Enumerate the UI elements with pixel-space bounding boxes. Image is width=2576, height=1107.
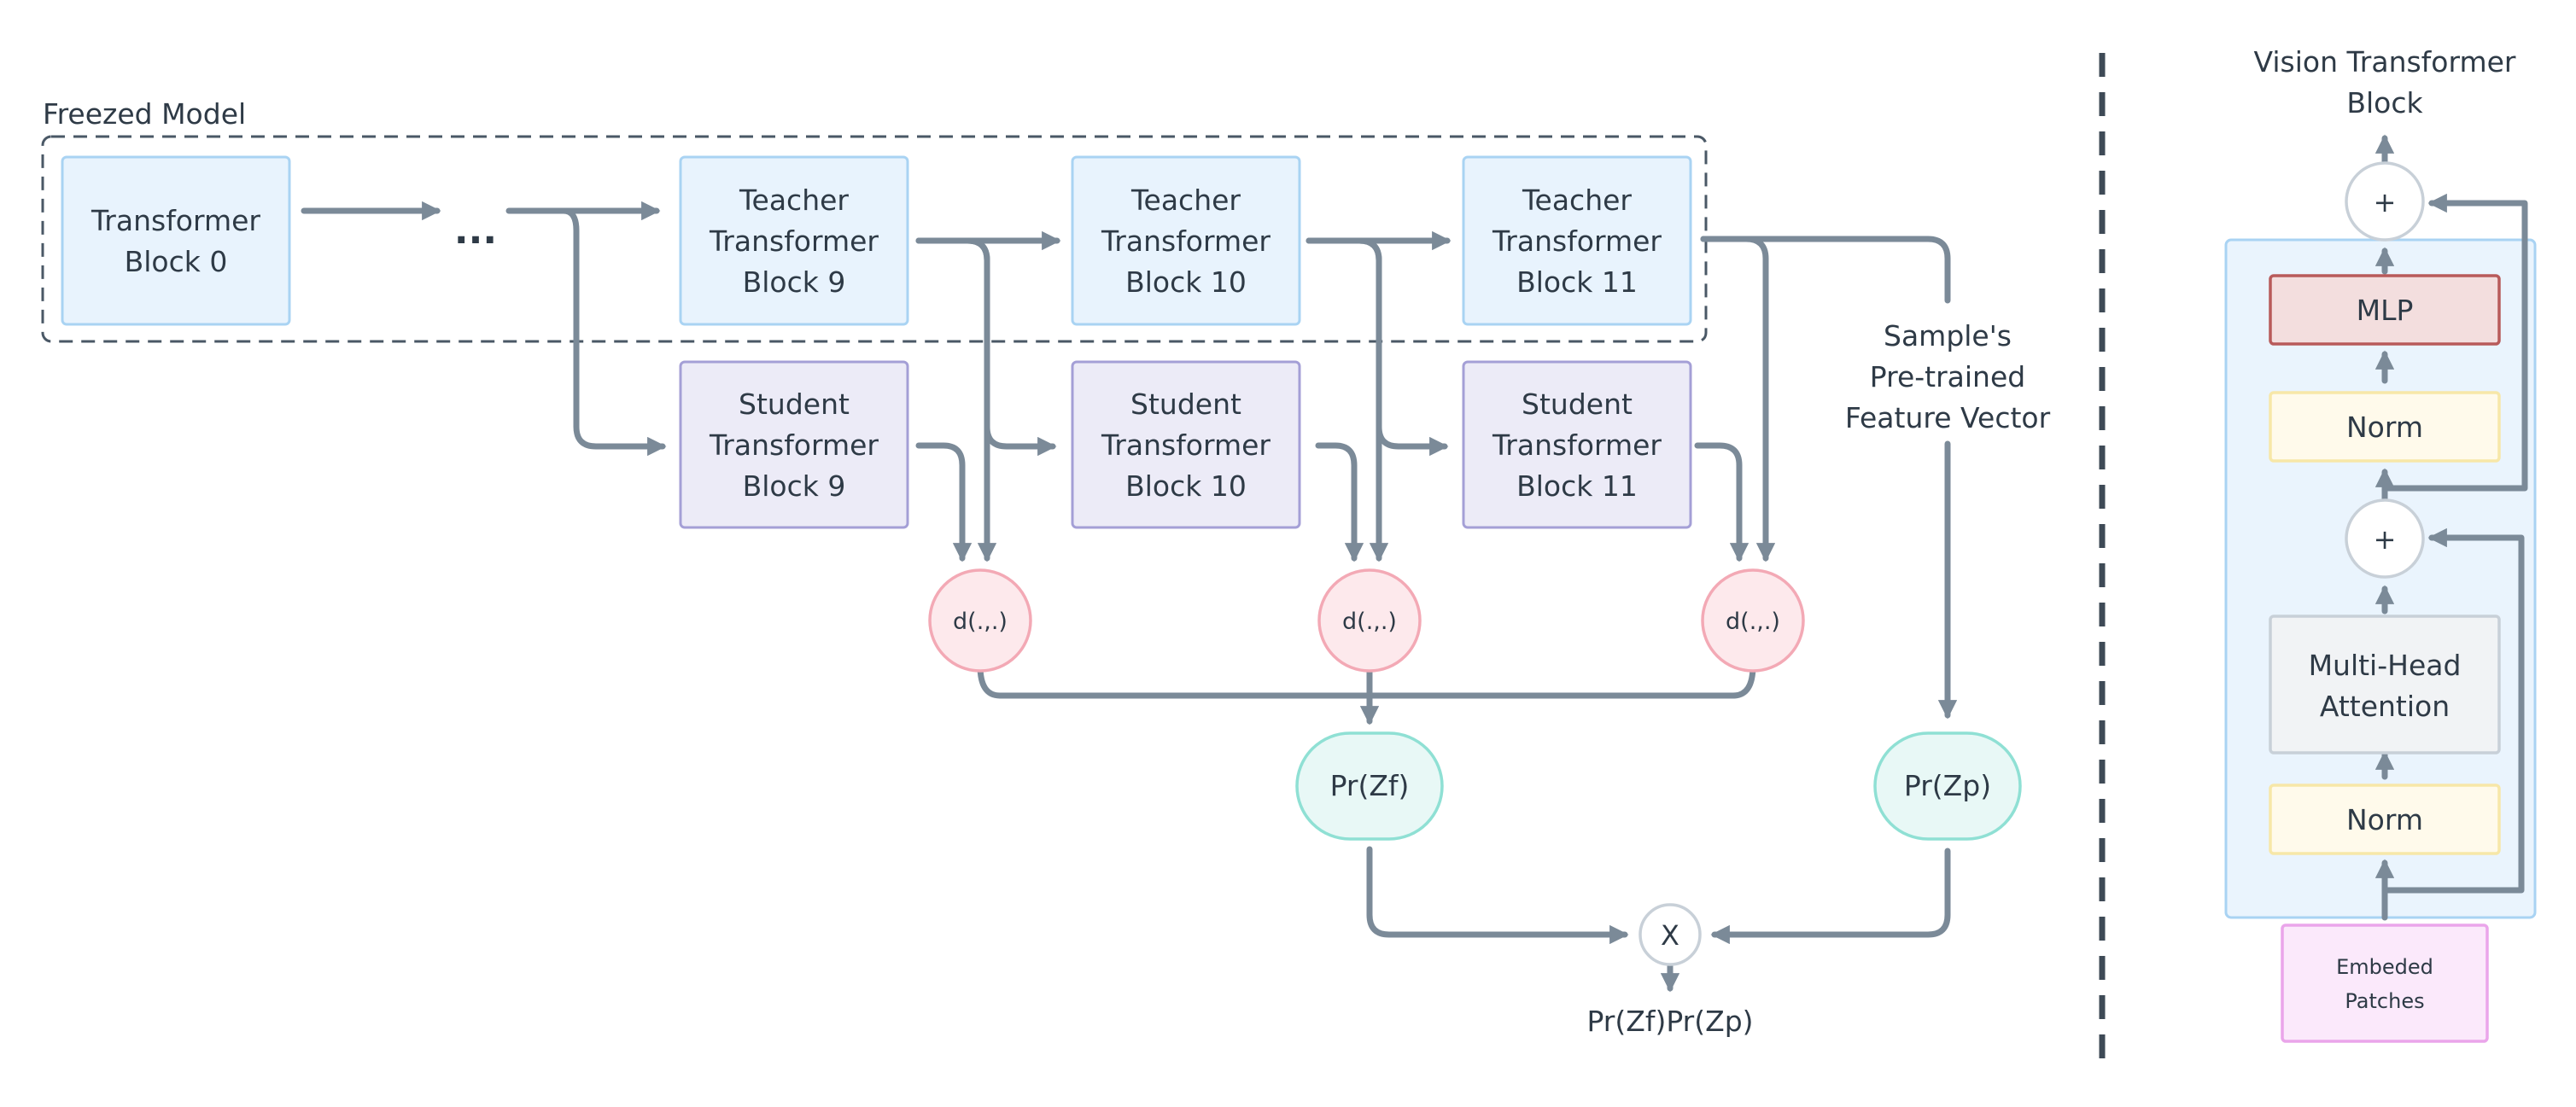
- teacher-11-line-2: Transformer: [1492, 224, 1662, 258]
- feature-line-1: Sample's: [1884, 319, 2012, 352]
- edges: [301, 201, 1958, 993]
- teacher-block-11: Teacher Transformer Block 11: [1462, 155, 1692, 326]
- edge-teacher10-to-d2: [1306, 237, 1389, 562]
- edge-student11-to-d3: [1694, 442, 1749, 562]
- teacher-10-line-3: Block 10: [1125, 265, 1247, 299]
- feature-vector-label: Sample's Pre-trained Feature Vector: [1845, 319, 2051, 434]
- teacher-10-line-1: Teacher: [1130, 184, 1241, 217]
- distance-1-label: d(.,.): [953, 609, 1008, 635]
- edge-residual-1: [2381, 527, 2525, 894]
- transformer-block-0: Transformer Block 0: [61, 155, 291, 326]
- edge-student9-to-d1: [915, 442, 973, 562]
- prob-zf-label: Pr(Zf): [1330, 769, 1410, 802]
- teacher-10-line-2: Transformer: [1101, 224, 1270, 258]
- block-0-line-2: Block 0: [125, 245, 228, 278]
- teacher-11-line-1: Teacher: [1522, 184, 1632, 217]
- student-10-line-2: Transformer: [1101, 428, 1270, 462]
- vit-plus-top: +: [2345, 161, 2425, 242]
- student-11-line-3: Block 11: [1516, 469, 1638, 503]
- multiply-label: X: [1661, 919, 1679, 952]
- teacher-9-line-1: Teacher: [739, 184, 849, 217]
- freezed-model-group: [41, 135, 1708, 343]
- distance-node-1: d(.,.): [928, 568, 1032, 673]
- vit-attention-line-2: Attention: [2320, 690, 2450, 723]
- student-11-line-2: Transformer: [1492, 428, 1662, 462]
- edge-teacher11-to-feature: [1700, 236, 1951, 304]
- student-10-line-3: Block 10: [1125, 469, 1247, 503]
- student-10-line-1: Student: [1130, 387, 1241, 421]
- freezed-model-label: Freezed Model: [43, 97, 246, 131]
- vit-norm-1-label: Norm: [2346, 803, 2423, 836]
- block-0-line-1: Transformer: [91, 204, 260, 237]
- vit-title: Vision Transformer Block: [2254, 45, 2516, 119]
- vit-mlp: MLP: [2269, 274, 2501, 346]
- vit-edges: [2374, 134, 2528, 921]
- student-11-line-1: Student: [1522, 387, 1633, 421]
- vit-plus-mid: +: [2345, 498, 2425, 579]
- edge-teacher9-to-student10: [964, 237, 1057, 457]
- vit-plus-mid-label: +: [2374, 523, 2397, 556]
- edge-teacher11-to-d3: [1700, 236, 1776, 562]
- prob-zp-label: Pr(Zp): [1904, 769, 1991, 802]
- edge-teacher10-to-student11: [1356, 237, 1449, 457]
- multiply-node: X: [1638, 903, 1702, 966]
- student-block-10: Student Transformer Block 10: [1071, 360, 1301, 529]
- student-block-11: Student Transformer Block 11: [1462, 360, 1692, 529]
- vit-norm-1: Norm: [2269, 784, 2501, 855]
- student-9-line-3: Block 9: [743, 469, 846, 503]
- vit-attention-line-1: Multi-Head: [2309, 649, 2462, 682]
- teacher-9-line-2: Transformer: [709, 224, 879, 258]
- vit-mlp-label: MLP: [2357, 294, 2414, 327]
- teacher-block-9: Teacher Transformer Block 9: [679, 155, 909, 326]
- vit-title-line-2: Block: [2346, 86, 2423, 119]
- edge-student10-to-d2: [1315, 442, 1364, 562]
- ellipsis: ...: [454, 209, 497, 253]
- teacher-block-10: Teacher Transformer Block 10: [1071, 155, 1301, 326]
- distance-node-2: d(.,.): [1317, 568, 1422, 673]
- student-block-9: Student Transformer Block 9: [679, 360, 909, 529]
- student-9-line-1: Student: [739, 387, 850, 421]
- patches-line-1: Embeded: [2336, 955, 2433, 979]
- patches-line-2: Patches: [2345, 989, 2424, 1013]
- distance-3-label: d(.,.): [1726, 609, 1780, 635]
- vit-norm-2-label: Norm: [2346, 411, 2423, 444]
- feature-line-3: Feature Vector: [1845, 401, 2051, 434]
- edge-prf-to-multiply: [1366, 846, 1629, 945]
- vit-plus-top-label: +: [2374, 186, 2397, 218]
- edge-prp-to-multiply: [1710, 848, 1951, 945]
- edge-teacher9-to-d1: [915, 237, 997, 562]
- vit-embedded-patches: Embeded Patches: [2281, 923, 2489, 1043]
- feature-line-2: Pre-trained: [1870, 360, 2025, 393]
- edge-ellipsis-to-student9: [560, 207, 667, 457]
- distance-2-label: d(.,.): [1342, 609, 1397, 635]
- student-9-line-2: Transformer: [709, 428, 879, 462]
- vit-attention: Multi-Head Attention: [2269, 615, 2501, 755]
- vit-title-line-1: Vision Transformer: [2254, 45, 2516, 79]
- edge-residual-2: [2381, 193, 2528, 492]
- distance-node-3: d(.,.): [1701, 568, 1805, 673]
- vit-norm-2: Norm: [2269, 391, 2501, 463]
- product-label: Pr(Zf)Pr(Zp): [1586, 1005, 1753, 1038]
- prob-zp-node: Pr(Zp): [1873, 731, 2022, 841]
- prob-zf-node: Pr(Zf): [1295, 731, 1444, 841]
- teacher-9-line-3: Block 9: [743, 265, 846, 299]
- teacher-11-line-3: Block 11: [1516, 265, 1638, 299]
